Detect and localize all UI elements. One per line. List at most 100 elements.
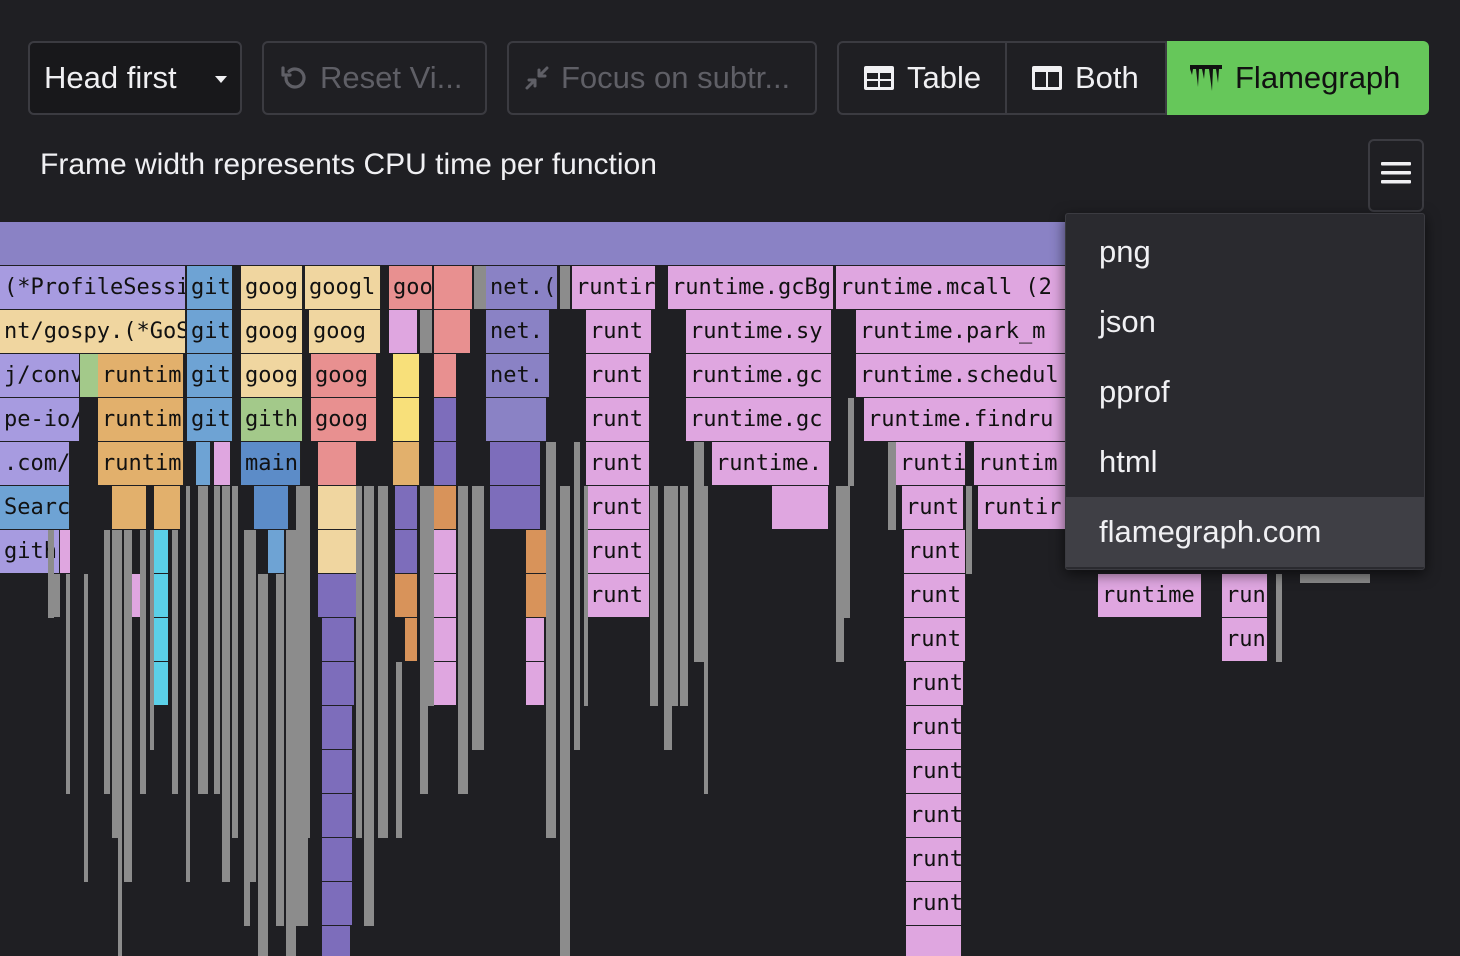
flame-frame-sliver[interactable]	[112, 486, 146, 529]
flame-frame[interactable]: goog	[311, 354, 377, 397]
flame-frame-sliver[interactable]	[434, 398, 456, 441]
flame-frame[interactable]: run	[1222, 574, 1268, 617]
flame-frame-sliver[interactable]	[1300, 574, 1370, 583]
export-pprof-item[interactable]: pprof	[1099, 374, 1170, 409]
flame-frame-sliver[interactable]	[124, 530, 132, 882]
flame-frame-sliver[interactable]	[322, 794, 352, 837]
flame-frame-sliver[interactable]	[154, 486, 180, 529]
flame-frame-sliver[interactable]	[196, 442, 210, 485]
flame-frame-sliver[interactable]	[434, 486, 456, 529]
flame-frame-sliver[interactable]	[1276, 574, 1282, 662]
flame-frame[interactable]: git	[187, 354, 233, 397]
flame-frame-sliver[interactable]	[574, 442, 580, 750]
flame-frame-sliver[interactable]	[84, 574, 88, 882]
flame-frame-sliver[interactable]	[356, 486, 362, 838]
flame-frame[interactable]: runtim	[98, 442, 184, 485]
both-view-button[interactable]: Both	[1007, 41, 1167, 115]
flame-frame[interactable]: runt	[586, 354, 650, 397]
flame-frame[interactable]: goog	[241, 266, 303, 309]
flame-frame-sliver[interactable]	[140, 530, 146, 794]
flame-frame[interactable]: runt	[902, 486, 964, 529]
flame-frame-sliver[interactable]	[836, 486, 844, 662]
flame-frame[interactable]: runtime.mcall (2	[836, 266, 1066, 309]
flame-frame[interactable]: git	[187, 398, 233, 441]
flame-frame[interactable]: net.(	[486, 266, 558, 309]
flame-frame[interactable]: (*ProfileSessi	[0, 266, 186, 309]
flame-frame[interactable]: main	[241, 442, 301, 485]
flame-frame-sliver[interactable]	[322, 750, 352, 793]
flame-frame[interactable]: .com/	[0, 442, 70, 485]
flame-frame-sliver[interactable]	[584, 486, 588, 706]
flame-frame[interactable]: runtime.gc	[686, 398, 832, 441]
flame-frame[interactable]: runtir	[572, 266, 656, 309]
focus-subtree-button[interactable]: Focus on subtr...	[507, 41, 817, 115]
flame-frame-sliver[interactable]	[434, 310, 470, 353]
flame-frame-sliver[interactable]	[405, 618, 417, 661]
flame-frame-sliver[interactable]	[232, 486, 238, 838]
flame-frame-sliver[interactable]	[214, 486, 220, 794]
flame-frame[interactable]: net.	[486, 354, 550, 397]
flame-frame-sliver[interactable]	[490, 486, 540, 529]
flame-frame[interactable]: runti	[896, 442, 966, 485]
flame-frame-sliver[interactable]	[526, 574, 546, 617]
flame-frame[interactable]: runtime.gc	[686, 354, 832, 397]
flame-frame[interactable]: runt	[906, 794, 962, 837]
flame-frame[interactable]: runt	[906, 662, 964, 705]
flame-frame[interactable]: runt	[906, 838, 962, 881]
flame-frame-sliver[interactable]	[434, 354, 456, 397]
flame-frame[interactable]: goog	[241, 310, 303, 353]
flame-frame-sliver[interactable]	[420, 310, 432, 353]
flame-frame-sliver[interactable]	[318, 486, 356, 529]
flame-frame-sliver[interactable]	[322, 706, 352, 749]
flame-frame[interactable]: runtim	[98, 398, 184, 441]
flame-frame[interactable]: runt	[906, 706, 962, 749]
flame-frame-sliver[interactable]	[393, 354, 419, 397]
export-png-item[interactable]: png	[1099, 234, 1151, 269]
flame-frame[interactable]: net.	[486, 310, 550, 353]
flame-frame-sliver[interactable]	[546, 442, 556, 838]
flame-frame-sliver[interactable]	[395, 530, 417, 573]
flame-frame-sliver[interactable]	[0, 222, 1065, 265]
flame-frame-sliver[interactable]	[80, 354, 98, 397]
export-html-item[interactable]: html	[1099, 444, 1158, 479]
flame-frame-sliver[interactable]	[118, 530, 122, 956]
flame-frame-sliver[interactable]	[848, 398, 854, 486]
flame-frame[interactable]: runt	[906, 750, 962, 793]
flame-frame-sliver[interactable]	[154, 530, 168, 573]
flame-frame-sliver[interactable]	[322, 882, 352, 925]
flame-frame-sliver[interactable]	[214, 442, 230, 485]
flame-frame[interactable]: googl	[305, 266, 381, 309]
flame-frame-sliver[interactable]	[393, 398, 419, 441]
flame-frame[interactable]	[906, 926, 962, 956]
flame-frame[interactable]: runt	[586, 398, 650, 441]
flame-frame-sliver[interactable]	[393, 442, 419, 485]
flame-frame-sliver[interactable]	[560, 266, 570, 309]
flamegraph-view-button[interactable]: Flamegraph	[1167, 41, 1429, 115]
flame-frame[interactable]: runtim	[974, 442, 1066, 485]
flame-frame-sliver[interactable]	[428, 486, 434, 706]
flame-frame[interactable]: Search	[0, 486, 70, 529]
flame-frame-sliver[interactable]	[322, 926, 350, 956]
export-flamegraph-com-item[interactable]: flamegraph.com	[1066, 497, 1424, 567]
table-view-button[interactable]: Table	[837, 41, 1007, 115]
flame-frame-sliver[interactable]	[48, 530, 54, 618]
flame-frame-sliver[interactable]	[60, 530, 70, 573]
flame-frame-sliver[interactable]	[420, 486, 428, 794]
flame-frame-sliver[interactable]	[262, 574, 268, 956]
flame-frame-sliver[interactable]	[322, 838, 352, 881]
flame-frame-sliver[interactable]	[378, 486, 388, 838]
flame-frame[interactable]: runtime.schedul	[856, 354, 1066, 397]
flame-frame-sliver[interactable]	[104, 530, 110, 794]
flame-frame-sliver[interactable]	[395, 486, 417, 529]
flame-frame-sliver[interactable]	[434, 530, 456, 573]
view-mode-select[interactable]: Head first	[28, 41, 242, 115]
flame-frame-sliver[interactable]	[526, 530, 546, 573]
flame-frame-sliver[interactable]	[172, 530, 178, 794]
export-json-item[interactable]: json	[1099, 304, 1156, 339]
flame-frame-sliver[interactable]	[389, 310, 417, 353]
flame-frame[interactable]: goog	[309, 310, 381, 353]
flame-frame[interactable]: j/conve	[0, 354, 80, 397]
flame-frame-sliver[interactable]	[304, 486, 310, 838]
flame-frame-sliver[interactable]	[434, 574, 456, 617]
